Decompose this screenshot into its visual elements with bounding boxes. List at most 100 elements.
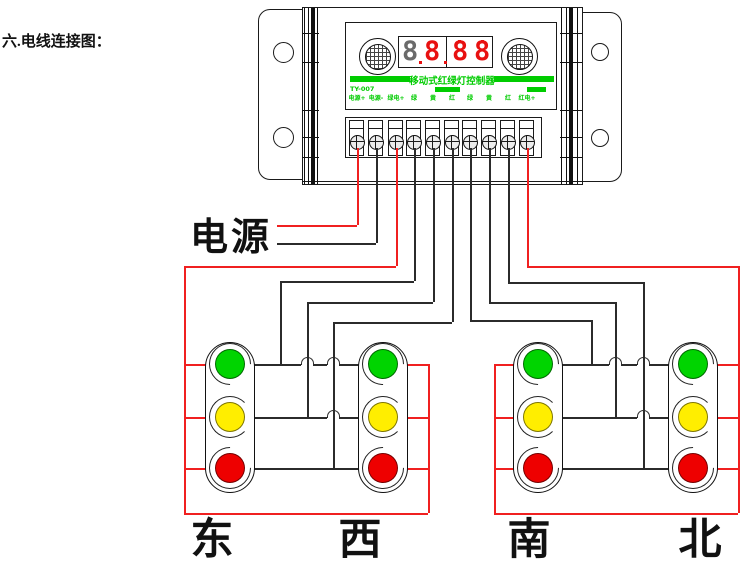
wire-segment [414,148,416,281]
green-block [527,87,546,92]
wire-segment [621,364,637,366]
display-digit: 8 [424,36,441,67]
wire-segment [433,148,435,302]
wire-segment [277,243,376,245]
yellow-lamp-north [678,402,708,432]
yellow-lamp-west [368,402,398,432]
mount-hole-icon [273,127,294,148]
wire-segment [494,364,523,366]
wire-segment [398,468,428,470]
power-label: 电源 [190,217,273,259]
wire-segment [649,364,678,366]
device-bottom-line [302,181,583,183]
wire-segment [708,417,738,419]
wire-segment [398,364,428,366]
wire-segment [339,417,368,419]
wire-segment [643,282,645,468]
terminal-label: 黄 [429,95,436,102]
green-lamp-north [678,349,708,379]
wire-segment [708,468,738,470]
wire-segment [489,148,491,302]
terminal-label: 红 [504,95,511,102]
wire-segment [333,322,335,468]
terminal-label: 绿电+ [387,95,405,102]
wire-segment [396,148,398,266]
green-bar [494,76,554,82]
device-brand-text: 移动式红绿灯控制器 [409,76,495,87]
wire-segment [307,302,433,304]
terminal-label: 红 [448,95,455,102]
wire-hop-icon [636,410,650,418]
wire-segment [184,266,186,513]
direction-label-north: 北 [678,517,722,564]
wire-segment [489,302,615,304]
wire-segment [245,468,368,470]
wire-segment [245,364,301,366]
wire-segment [508,148,510,282]
direction-label-east: 东 [190,517,234,564]
wire-segment [738,266,740,513]
mount-hole-icon [591,43,609,61]
green-lamp-south [523,349,553,379]
wire-segment [333,322,452,324]
wire-segment [428,364,430,513]
red-lamp-south [523,453,553,483]
wire-segment [494,417,523,419]
wire-segment [184,266,396,268]
wire-segment [708,364,738,366]
wire-segment [591,320,593,364]
wire-hop-icon [608,357,622,365]
wire-segment [184,364,215,366]
wire-hop-icon [636,357,650,365]
mount-hole-icon [273,42,294,63]
wire-segment [376,148,378,243]
wire-segment [527,148,529,266]
green-lamp-east [215,349,245,379]
wire-segment [553,364,609,366]
red-lamp-east [215,453,245,483]
display-digit: 8 [452,36,469,67]
green-lamp-west [368,349,398,379]
green-bar [350,76,410,82]
wire-hop-icon [300,357,314,365]
wire-segment [649,417,678,419]
wire-segment [339,364,368,366]
wire-segment [527,266,738,268]
wire-segment [508,282,643,284]
wire-segment [357,148,359,225]
direction-label-south: 南 [507,517,551,564]
terminal-label: 绿 [410,95,417,102]
wire-segment [184,468,215,470]
device-model-text: TY-007 [350,85,375,93]
terminal-label: 绿 [466,95,473,102]
mount-hole-icon [591,129,609,147]
yellow-lamp-south [523,402,553,432]
red-lamp-north [678,453,708,483]
page-title: 六.电线连接图： [2,34,111,50]
wire-segment [470,320,591,322]
direction-label-west: 西 [338,517,382,564]
wire-segment [470,148,472,320]
terminal-label: 电源- [368,95,384,102]
display-digit: 8 [402,36,419,67]
wire-segment [313,364,327,366]
terminal-label: 黄 [485,95,492,102]
wire-segment [245,417,327,419]
green-block [435,87,460,92]
wire-segment [280,281,414,283]
terminal-label: 电源+ [348,95,366,102]
wire-segment [553,417,637,419]
terminal-label: 红电+ [518,95,536,102]
wire-segment [280,281,282,364]
yellow-lamp-east [215,402,245,432]
wire-segment [553,468,678,470]
wire-segment [277,225,357,227]
wire-segment [184,417,215,419]
wire-hop-icon [326,410,340,418]
red-lamp-west [368,453,398,483]
wire-hop-icon [326,357,340,365]
wire-segment [398,417,428,419]
wire-segment [494,468,523,470]
wire-segment [494,364,496,513]
